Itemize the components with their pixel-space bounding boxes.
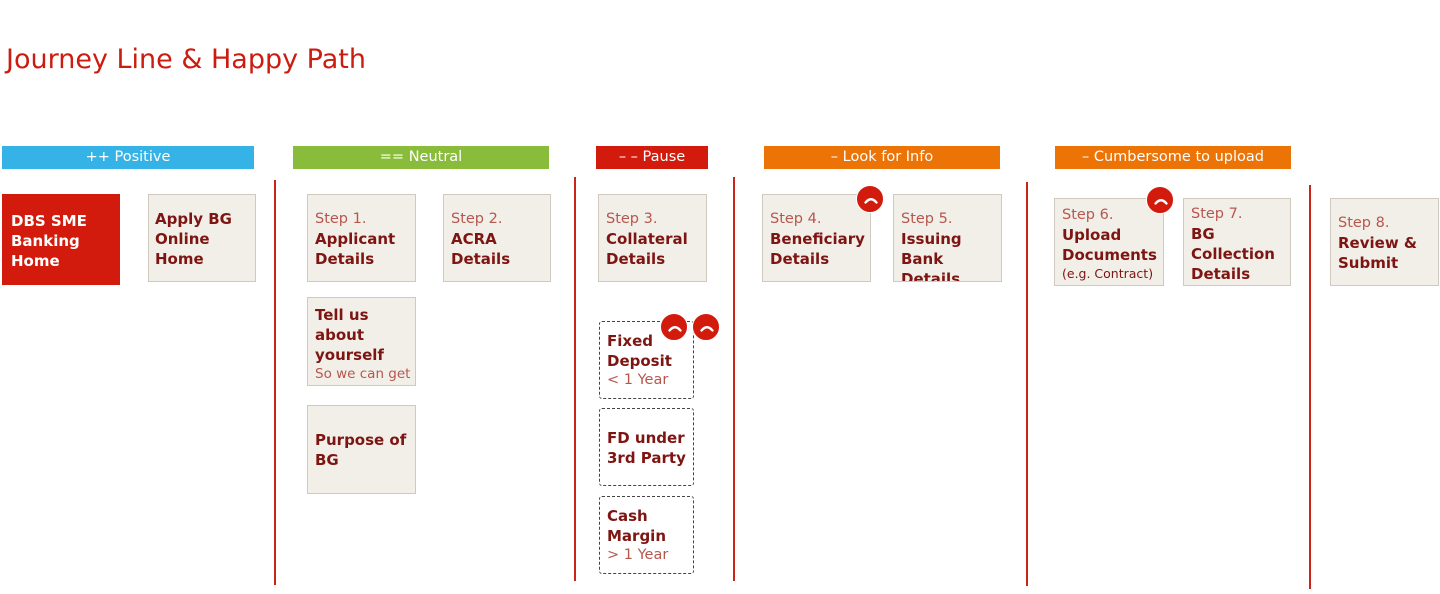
card-step3-collateral-details[interactable]: Step 3. Collateral Details	[598, 194, 707, 282]
card-step4-beneficiary-details[interactable]: Step 4. Beneficiary Details	[762, 194, 871, 282]
card-title: Cash Margin	[607, 507, 667, 545]
card-note: So we can get back to you	[315, 366, 411, 385]
card-title: Tell us about yourself	[315, 306, 384, 364]
card-title: DBS SME Banking Home	[11, 212, 87, 270]
frown-face-icon	[1146, 186, 1174, 214]
card-step2-acra-details[interactable]: Step 2. ACRA Details	[443, 194, 551, 282]
stage-divider	[274, 180, 276, 585]
frown-face-icon	[856, 185, 884, 213]
card-step8-review-submit[interactable]: Step 8. Review & Submit	[1330, 198, 1439, 286]
step-label: Step 4.	[770, 211, 822, 227]
stage-divider	[733, 177, 735, 581]
step-label: Step 6.	[1062, 207, 1114, 223]
step-label: Step 5.	[901, 211, 953, 227]
band-look-for-info: – Look for Info	[764, 146, 1000, 169]
card-step6-upload-documents[interactable]: Step 6. Upload Documents (e.g. Contract)	[1054, 198, 1164, 286]
frown-face-icon	[660, 313, 688, 341]
card-purpose-of-bg[interactable]: Purpose of BG	[307, 405, 416, 494]
stage-divider	[1026, 182, 1028, 586]
card-note: > 1 Year	[607, 547, 669, 563]
step-label: Step 1.	[315, 211, 367, 227]
card-fd-under-3rd-party[interactable]: FD under 3rd Party	[599, 408, 694, 486]
card-title: Collateral Details	[606, 230, 688, 268]
card-dbs-sme-banking-home[interactable]: DBS SME Banking Home	[2, 194, 120, 285]
card-title: Issuing Bank Details	[901, 230, 962, 282]
card-title: Applicant Details	[315, 230, 396, 268]
card-cash-margin[interactable]: Cash Margin > 1 Year	[599, 496, 694, 574]
card-step5-issuing-bank-details[interactable]: Step 5. Issuing Bank Details	[893, 194, 1002, 282]
card-step7-bg-collection-details[interactable]: Step 7. BG Collection Details	[1183, 198, 1291, 286]
band-cumbersome: – Cumbersome to upload	[1055, 146, 1291, 169]
card-step1-applicant-details[interactable]: Step 1. Applicant Details	[307, 194, 416, 282]
card-note: (e.g. Contract)	[1062, 266, 1154, 281]
card-title: ACRA Details	[451, 230, 511, 268]
stage-divider	[574, 177, 576, 581]
card-title: FD under 3rd Party	[607, 429, 686, 467]
card-title: Upload Documents	[1062, 226, 1157, 264]
card-title: Review & Submit	[1338, 234, 1417, 272]
card-title: BG Collection Details	[1191, 225, 1275, 283]
step-label: Step 7.	[1191, 206, 1243, 222]
step-label: Step 8.	[1338, 215, 1390, 231]
page-title: Journey Line & Happy Path	[6, 44, 366, 75]
stage-divider	[1309, 185, 1311, 589]
frown-face-icon	[692, 313, 720, 341]
card-tell-us-about-yourself[interactable]: Tell us about yourself So we can get bac…	[307, 297, 416, 386]
card-note: < 1 Year	[607, 372, 669, 388]
card-title: Fixed Deposit	[607, 332, 672, 370]
step-label: Step 3.	[606, 211, 658, 227]
band-pause: – – Pause	[596, 146, 708, 169]
card-title: Apply BG Online Home	[155, 210, 232, 268]
card-title: Purpose of BG	[315, 431, 407, 469]
band-positive: ++ Positive	[2, 146, 254, 169]
band-neutral: == Neutral	[293, 146, 549, 169]
card-title: Beneficiary Details	[770, 230, 865, 268]
card-apply-bg-online-home[interactable]: Apply BG Online Home	[148, 194, 256, 282]
step-label: Step 2.	[451, 211, 503, 227]
